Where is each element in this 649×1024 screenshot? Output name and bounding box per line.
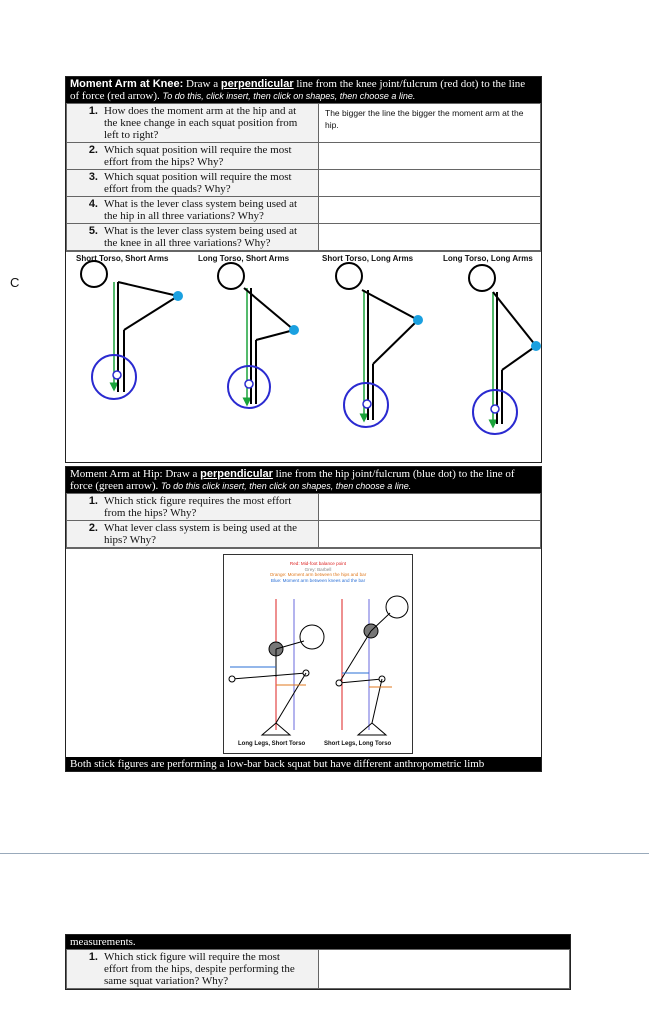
legend-item: Orange: Moment arm between the hips and … xyxy=(269,572,367,577)
hip-section-title: Moment Arm at Hip: xyxy=(70,468,163,480)
stick-figure-3 xyxy=(335,262,423,428)
question-text: Which stick figure requires the most eff… xyxy=(104,495,292,519)
hip-questions-table: 1.Which stick figure requires the most e… xyxy=(66,493,541,548)
table-row: 1.How does the moment arm at the hip and… xyxy=(66,103,541,143)
legend-item: Blue: Moment arm between knees and the b… xyxy=(270,577,366,583)
question-text: What is the lever class system being use… xyxy=(104,198,298,222)
legend-item: Red: Mid-foot balance point xyxy=(289,561,347,566)
squat-figures-area: Short Torso, Short Arms Long Torso, Shor… xyxy=(66,251,541,462)
table-row: 4.What is the lever class system being u… xyxy=(66,196,541,224)
figure-caption: Short Legs, Long Torso xyxy=(324,741,392,747)
answer-cell[interactable] xyxy=(318,949,570,989)
stick-figure-4 xyxy=(468,264,541,435)
legend-item: Grey: Barbell xyxy=(304,566,332,572)
figure-label: Long Torso, Long Arms xyxy=(443,254,533,263)
stick-figure-1 xyxy=(80,260,183,400)
image-legend: Red: Mid-foot balance point Grey: Barbel… xyxy=(224,561,412,583)
question-text: How does the moment arm at the hip and a… xyxy=(104,105,298,141)
caption-bar-continued: measurements. xyxy=(66,935,570,949)
knee-instructions-italic: To do this, click insert, then click on … xyxy=(162,91,416,101)
perpendicular-keyword: perpendicular xyxy=(220,78,294,90)
hip-figure-area: Red: Mid-foot balance point Grey: Barbel… xyxy=(66,548,541,757)
table-row: 3.Which squat position will require the … xyxy=(66,169,541,197)
knee-questions-table: 1.How does the moment arm at the hip and… xyxy=(66,103,541,251)
figure-label: Short Torso, Short Arms xyxy=(76,254,169,263)
table-row: 2.Which squat position will require the … xyxy=(66,142,541,170)
table-row: 1.Which stick figure requires the most e… xyxy=(66,493,541,521)
squat-stick-figures xyxy=(80,260,541,435)
perpendicular-keyword: perpendicular xyxy=(200,468,273,480)
figure-label: Long Torso, Short Arms xyxy=(198,254,290,263)
answer-cell[interactable] xyxy=(318,196,541,224)
squat-comparison-image: Red: Mid-foot balance point Grey: Barbel… xyxy=(223,554,413,754)
table-row: 2.What lever class system is being used … xyxy=(66,520,541,548)
answer-cell[interactable]: The bigger the line the bigger the momen… xyxy=(318,103,541,143)
question-text: Which stick figure will require the most… xyxy=(104,951,295,987)
question-text: What lever class system is being used at… xyxy=(104,522,298,546)
caption-bar: Both stick figures are performing a low-… xyxy=(66,757,541,771)
answer-cell[interactable] xyxy=(318,223,541,251)
answer-cell[interactable] xyxy=(318,520,541,548)
knee-section-title: Moment Arm at Knee: xyxy=(70,78,184,90)
hip-section-header: Moment Arm at Hip: Draw a perpendicular … xyxy=(66,467,541,493)
figure-label: Short Torso, Long Arms xyxy=(322,254,414,263)
knee-moment-section: Moment Arm at Knee: Draw a perpendicular… xyxy=(65,76,542,463)
figure-caption: Long Legs, Short Torso xyxy=(238,741,306,747)
page-break xyxy=(0,853,649,854)
continuation-section: measurements. 1.Which stick figure will … xyxy=(65,934,571,990)
hip-moment-section: Moment Arm at Hip: Draw a perpendicular … xyxy=(65,466,542,772)
answer-cell[interactable] xyxy=(318,493,541,521)
question-text: Which squat position will require the mo… xyxy=(104,171,292,195)
question-text: Which squat position will require the mo… xyxy=(104,144,292,168)
comparison-stick-figures xyxy=(228,595,409,736)
answer-cell[interactable] xyxy=(318,142,541,170)
answer-cell[interactable] xyxy=(318,169,541,197)
margin-letter: C xyxy=(10,275,20,290)
table-row: 1.Which stick figure will require the mo… xyxy=(66,949,570,989)
continuation-questions-table: 1.Which stick figure will require the mo… xyxy=(66,949,570,989)
hip-instructions-italic: To do this click insert, then click on s… xyxy=(161,481,412,491)
knee-section-header: Moment Arm at Knee: Draw a perpendicular… xyxy=(66,77,541,103)
question-text: What is the lever class system being use… xyxy=(104,225,298,249)
table-row: 5.What is the lever class system being u… xyxy=(66,223,541,251)
stick-figure-2 xyxy=(217,262,299,409)
